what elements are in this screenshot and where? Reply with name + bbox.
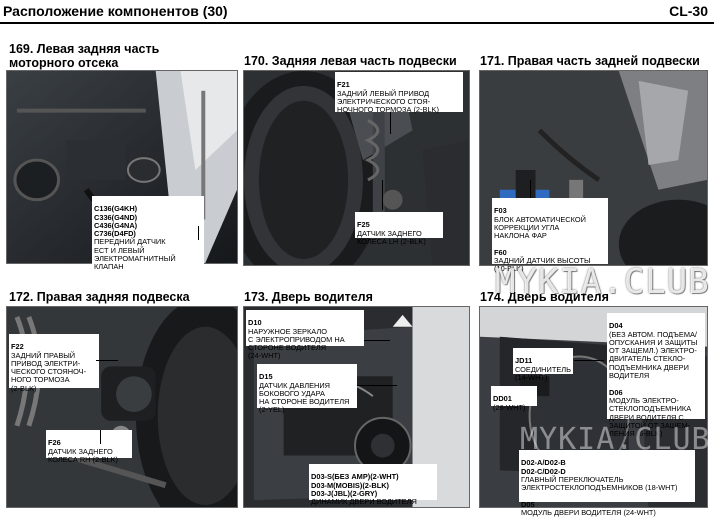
callout-d10: D10 НАРУЖНОЕ ЗЕРКАЛО С ЭЛЕКТРОПРИВОДОМ Н… bbox=[246, 310, 364, 360]
connector-code: D02-A/D02-B D02-C/D02-D bbox=[521, 458, 566, 476]
callout-c136: C136(G4KH) C336(G4ND) C436(G4NA) C736(D4… bbox=[92, 196, 204, 271]
callout-dd01: DD01 (26-WHT) bbox=[491, 386, 537, 411]
connector-code: C136(G4KH) C336(G4ND) C436(G4NA) C736(D4… bbox=[94, 204, 138, 239]
connector-code: F22 bbox=[11, 342, 24, 352]
callout-f21: F21 ЗАДНИЙ ЛЕВЫЙ ПРИВОД ЭЛЕКТРИЧЕСКОГО С… bbox=[335, 72, 463, 115]
connector-code: F21 bbox=[337, 80, 350, 90]
connector-description: ДАТЧИК ДАВЛЕНИЯ БОКОВОГО УДАРА НА СТОРОН… bbox=[259, 380, 350, 415]
panel-title: 174. Дверь водителя bbox=[480, 290, 609, 304]
panel-173: 173. Дверь водителя D10 НАРУЖНОЕ ЗЕРКАЛО… bbox=[243, 290, 470, 508]
connector-code: D10 bbox=[248, 318, 262, 328]
connector-description: МОДУЛЬ ДВЕРИ ВОДИТЕЛЯ (24-WHT) bbox=[521, 508, 656, 518]
connector-code: D03-S(БЕЗ AMP)(2-WHT) D03-M(MOBIS)(2-BLK… bbox=[311, 472, 399, 498]
leader-line bbox=[357, 385, 397, 386]
connector-description: (26-WHT) bbox=[493, 402, 526, 412]
connector-code: D15 bbox=[259, 372, 273, 382]
connector-code: DD01 bbox=[493, 394, 512, 404]
connector-description: ДАТЧИК ЗАДНЕГО КОЛЕСА RH (2-BLK) bbox=[48, 446, 119, 464]
connector-description: СОЕДИНИТЕЛЬ (14-WHT) bbox=[515, 364, 571, 382]
leader-line bbox=[96, 360, 118, 361]
panel-title: 169. Левая задняя часть моторного отсека bbox=[9, 42, 160, 70]
callout-f03-f60: F03 БЛОК АВТОМАТИЧЕСКОЙ КОРРЕКЦИИ УГЛА Н… bbox=[492, 198, 608, 273]
leader-line bbox=[364, 340, 390, 341]
photo-right-rear-suspension bbox=[6, 306, 238, 508]
connector-description: ГЛАВНЫЙ ПЕРЕКЛЮЧАТЕЛЬ ЭЛЕКТРОСТЕКЛОПОДЪЕ… bbox=[521, 474, 678, 493]
panel-171: 171. Правая часть задней подвески F03 БЛ… bbox=[479, 54, 708, 273]
callout-f25: F25 ДАТЧИК ЗАДНЕГО КОЛЕСА LH (2-BLK) bbox=[355, 212, 443, 245]
panel-172: 172. Правая задняя подвеска F22 ЗАДНИЙ П… bbox=[6, 290, 238, 508]
connector-description: ЗАДНИЙ ЛЕВЫЙ ПРИВОД ЭЛЕКТРИЧЕСКОГО СТОЯ-… bbox=[337, 88, 439, 115]
connector-description: БЛОК АВТОМАТИЧЕСКОЙ КОРРЕКЦИИ УГЛА НАКЛО… bbox=[494, 214, 586, 241]
panel-title: 172. Правая задняя подвеска bbox=[9, 290, 190, 304]
leader-line bbox=[530, 180, 531, 198]
connector-code: D06 bbox=[609, 387, 623, 397]
connector-description: ДАТЧИК ЗАДНЕГО КОЛЕСА LH (2-BLK) bbox=[357, 228, 426, 246]
leader-line bbox=[390, 112, 391, 134]
connector-description: НАРУЖНОЕ ЗЕРКАЛО С ЭЛЕКТРОПРИВОДОМ НА СТ… bbox=[248, 326, 345, 361]
callout-d02-d05: D02-A/D02-B D02-C/D02-D ГЛАВНЫЙ ПЕРЕКЛЮЧ… bbox=[519, 450, 695, 517]
panel-170: 170. Задняя левая часть подвески F21 ЗАД… bbox=[243, 54, 470, 266]
connector-description: ПЕРЕДНИЙ ДАТЧИК ЕСТ И ЛЕВЫЙ ЭЛЕКТРОМАГНИ… bbox=[94, 237, 176, 272]
page-header: Расположение компонентов (30) CL-30 bbox=[0, 0, 714, 24]
page-code: CL-30 bbox=[669, 3, 708, 19]
leader-line bbox=[100, 430, 101, 444]
connector-code: F60 bbox=[494, 247, 507, 257]
connector-code: JD11 bbox=[515, 356, 533, 366]
leader-line bbox=[198, 226, 199, 240]
leader-line bbox=[574, 360, 604, 361]
connector-description: ДИНАМИК ДВЕРИ ВОДИТЕЛЯ bbox=[311, 497, 417, 507]
callout-d04-d06: D04 (БЕЗ АВТОМ. ПОДЪЕМА/ ОПУСКАНИЯ И ЗАЩ… bbox=[607, 313, 705, 438]
callout-jd11: JD11 СОЕДИНИТЕЛЬ (14-WHT) bbox=[513, 348, 573, 381]
connector-code: F03 bbox=[494, 206, 507, 216]
connector-description: МОДУЛЬ ЭЛЕКТРО- СТЕКЛОПОДЪЕМНИКА ДВЕРИ В… bbox=[609, 395, 692, 439]
connector-code: D04 bbox=[609, 321, 623, 331]
panel-169: 169. Левая задняя часть моторного отсека… bbox=[6, 42, 238, 271]
connector-code: F25 bbox=[357, 220, 370, 230]
callout-f22: F22 ЗАДНИЙ ПРАВЫЙ ПРИВОД ЭЛЕКТРИ- ЧЕСКОГ… bbox=[9, 334, 99, 392]
connector-code: F26 bbox=[48, 438, 61, 448]
page-title: Расположение компонентов (30) bbox=[3, 3, 228, 19]
connector-description: ЗАДНИЙ ПРАВЫЙ ПРИВОД ЭЛЕКТРИ- ЧЕСКОГО СТ… bbox=[11, 350, 87, 393]
callout-f26: F26 ДАТЧИК ЗАДНЕГО КОЛЕСА RH (2-BLK) bbox=[46, 430, 132, 463]
callout-d03: D03-S(БЕЗ AMP)(2-WHT) D03-M(MOBIS)(2-BLK… bbox=[309, 464, 437, 506]
callout-d15: D15 ДАТЧИК ДАВЛЕНИЯ БОКОВОГО УДАРА НА СТ… bbox=[257, 364, 357, 414]
leader-line bbox=[382, 180, 383, 210]
connector-code: D05 bbox=[521, 499, 535, 509]
connector-description: ЗАДНИЙ ДАТЧИК ВЫСОТЫ (10-BLK) bbox=[494, 256, 591, 274]
panel-title: 173. Дверь водителя bbox=[244, 290, 373, 304]
panel-174: 174. Дверь водителя D04 (БЕЗ АВТОМ. ПОДЪ… bbox=[479, 290, 708, 517]
connector-description: (БЕЗ АВТОМ. ПОДЪЕМА/ ОПУСКАНИЯ И ЗАЩИТЫ … bbox=[609, 329, 698, 381]
panel-title: 171. Правая часть задней подвески bbox=[480, 54, 700, 68]
panel-title: 170. Задняя левая часть подвески bbox=[244, 54, 457, 68]
